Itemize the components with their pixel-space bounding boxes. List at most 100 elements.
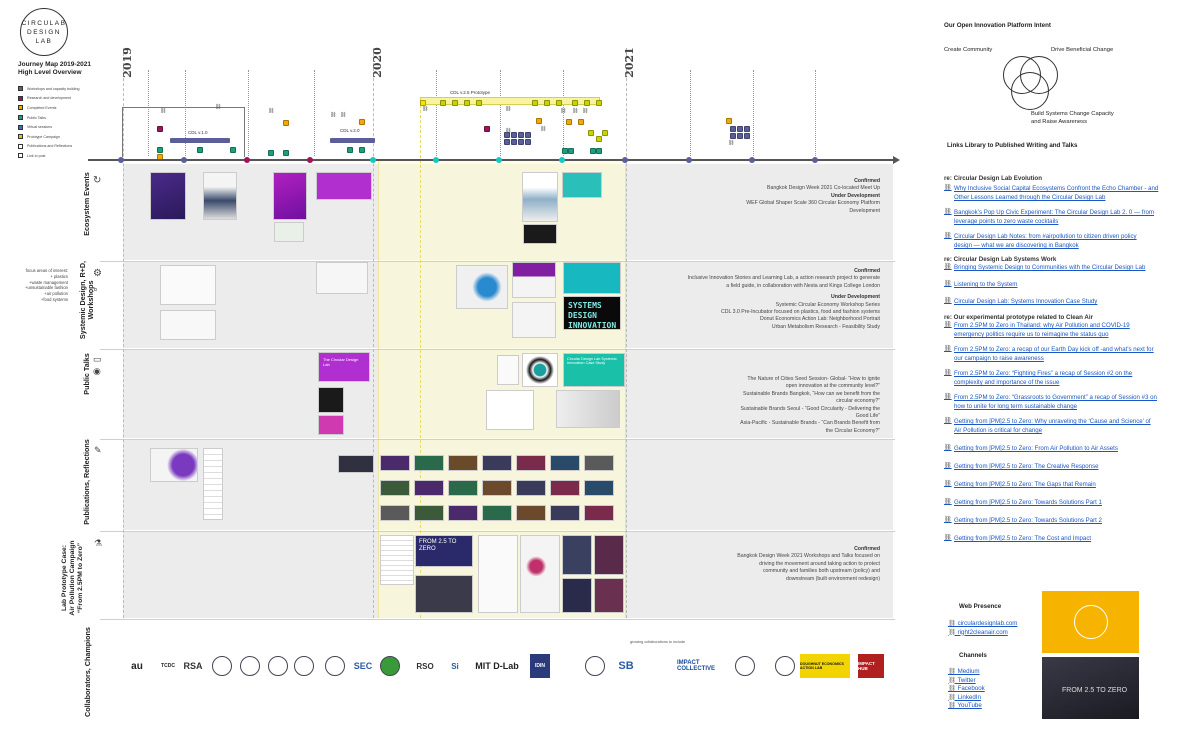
workshop-thumbnail[interactable] [316,262,368,294]
workshop-thumbnail[interactable] [456,265,508,309]
library-link[interactable]: ⛓Getting from [PM]2.5 to Zero: Why unrav… [944,417,1194,435]
workshop-thumbnail[interactable] [512,302,556,338]
event-marker[interactable] [562,148,568,154]
publication-thumbnail[interactable] [338,455,374,473]
library-link[interactable]: ⛓From 2.5PM to Zero in Thailand: why Air… [944,321,1194,339]
publication-thumbnail[interactable] [414,505,444,521]
talk-thumbnail[interactable] [318,415,344,435]
campaign-thumbnail[interactable] [415,575,473,613]
talk-thumbnail[interactable]: Circular Design Lab Systemic Innovation … [563,353,625,387]
campaign-thumbnail[interactable] [594,535,624,575]
library-link[interactable]: ⛓Circular Design Lab: Systems Innovation… [944,297,1194,306]
event-marker[interactable] [572,100,578,106]
event-thumbnail[interactable] [273,172,307,220]
event-marker[interactable] [536,118,542,124]
library-link[interactable]: ⛓From 2.5PM to Zero: “Fighting Fires” a … [944,369,1194,387]
event-marker[interactable] [544,100,550,106]
website-link[interactable]: ⛓ circulardesignlab.com [948,620,1017,629]
event-marker[interactable] [268,150,274,156]
workshop-thumbnail[interactable] [160,310,216,340]
link-icon[interactable]: ⛓ [505,128,512,134]
event-marker[interactable] [476,100,482,106]
event-marker[interactable] [532,100,538,106]
publication-thumbnail[interactable] [516,455,546,471]
event-marker[interactable] [590,148,596,154]
publication-thumbnail[interactable] [380,505,410,521]
event-marker[interactable] [737,133,743,139]
link-icon[interactable]: ⛓ [560,108,567,114]
publication-thumbnail[interactable] [550,455,580,471]
event-marker[interactable] [504,132,510,138]
publication-thumbnail[interactable] [380,455,410,471]
event-marker[interactable] [568,148,574,154]
event-thumbnail[interactable] [316,172,372,200]
link-icon[interactable]: ⛓ [422,106,429,112]
event-marker[interactable] [452,100,458,106]
event-marker[interactable] [596,100,602,106]
publication-thumbnail[interactable] [414,455,444,471]
talk-thumbnail[interactable] [522,353,558,387]
campaign-thumbnail[interactable] [594,578,624,613]
library-link[interactable]: ⛓Getting from [PM]2.5 to Zero: The Cost … [944,534,1194,543]
event-marker[interactable] [602,130,608,136]
event-marker[interactable] [726,118,732,124]
library-link[interactable]: ⛓Listening to the System [944,280,1194,289]
event-marker[interactable] [566,119,572,125]
event-marker[interactable] [359,119,365,125]
talk-thumbnail[interactable] [486,390,534,430]
event-marker[interactable] [511,139,517,145]
event-marker[interactable] [511,132,517,138]
event-marker[interactable] [359,147,365,153]
event-thumbnail[interactable] [203,172,237,220]
event-marker[interactable] [283,150,289,156]
link-icon[interactable]: ⛓ [330,112,337,118]
right2cleanair-preview[interactable]: FROM 2.5 TO ZERO [1042,657,1139,719]
library-link[interactable]: ⛓From 2.5PM to Zero: a recap of our Eart… [944,345,1194,363]
publication-thumbnail[interactable] [584,505,614,521]
campaign-thumbnail[interactable] [562,578,592,613]
systems-design-innovation-thumbnail[interactable]: SYSTEMS DESIGN INNOVATION [563,296,621,330]
library-link[interactable]: ⛓Getting from [PM]2.5 to Zero: From Air … [944,444,1194,453]
channel-link-youtube[interactable]: ⛓ YouTube [948,702,985,711]
publication-thumbnail[interactable] [448,455,478,471]
link-icon[interactable]: ⛓ [582,108,589,114]
library-link[interactable]: ⛓Getting from [PM]2.5 to Zero: The Gaps … [944,480,1194,489]
event-marker[interactable] [283,120,289,126]
library-link[interactable]: ⛓Bangkok’s Pop Up Civic Experiment: The … [944,208,1194,226]
event-marker[interactable] [578,119,584,125]
publication-thumbnail[interactable] [516,480,546,496]
publication-thumbnail[interactable] [584,455,614,471]
event-marker[interactable] [464,100,470,106]
event-marker[interactable] [157,147,163,153]
link-icon[interactable]: ⛓ [340,112,347,118]
campaign-thumbnail[interactable] [478,535,518,613]
event-marker[interactable] [525,132,531,138]
event-marker[interactable] [596,136,602,142]
event-marker[interactable] [525,139,531,145]
website-link[interactable]: ⛓ right2cleanair.com [948,629,1017,638]
event-thumbnail[interactable] [523,224,557,244]
talk-thumbnail[interactable]: The Circular Design Lab [318,352,370,382]
campaign-thumbnail[interactable] [520,535,560,613]
event-marker[interactable] [730,133,736,139]
event-thumbnail[interactable] [522,172,558,222]
event-thumbnail[interactable] [150,172,186,220]
publication-thumbnail[interactable] [380,480,410,496]
event-marker[interactable] [584,100,590,106]
publication-thumbnail[interactable] [482,455,512,471]
circulardesignlab-preview[interactable] [1042,591,1139,653]
library-link[interactable]: ⛓From 2.5PM to Zero: “Grassroots to Gove… [944,393,1194,411]
event-marker[interactable] [157,126,163,132]
link-icon[interactable]: ⛓ [160,108,167,114]
channel-link-linkedin[interactable]: ⛓ LinkedIn [948,694,985,703]
link-icon[interactable]: ⛓ [505,106,512,112]
publication-thumbnail[interactable] [584,480,614,496]
library-link[interactable]: ⛓Why Inclusive Social Capital Ecosystems… [944,184,1194,202]
publication-thumbnail[interactable] [448,505,478,521]
event-marker[interactable] [197,147,203,153]
event-marker[interactable] [596,148,602,154]
workshop-thumbnail[interactable] [160,265,216,305]
publication-thumbnail[interactable] [550,480,580,496]
link-icon[interactable]: ⛓ [215,104,222,110]
event-marker[interactable] [504,139,510,145]
